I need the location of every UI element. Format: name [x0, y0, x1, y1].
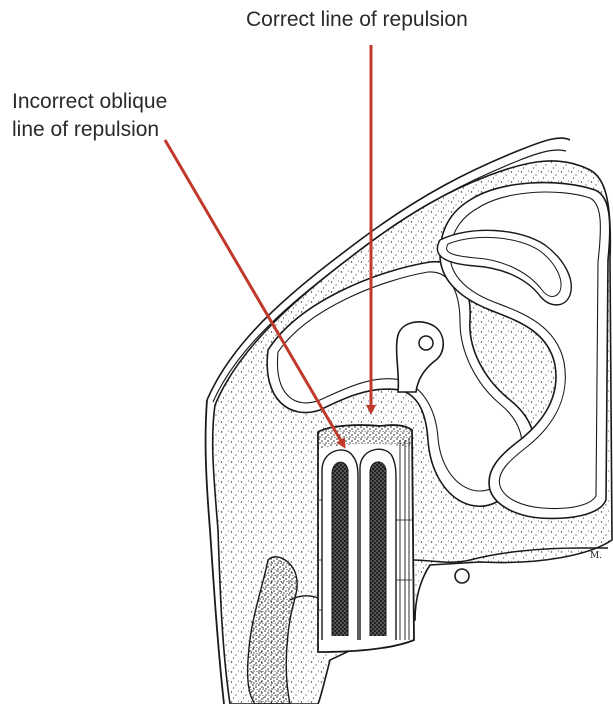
root-left-inner	[332, 462, 348, 636]
root-right-inner	[370, 462, 386, 636]
incorrect-line-label-2: line of repulsion	[12, 116, 167, 144]
foramen-circle	[419, 336, 433, 350]
artist-signature: M.	[590, 551, 602, 561]
lower-foramen-circle	[455, 569, 469, 583]
incorrect-line-label: Incorrect oblique line of repulsion	[12, 88, 167, 144]
correct-line-label: Correct line of repulsion	[246, 6, 468, 34]
incorrect-line-label-1: Incorrect oblique	[12, 88, 167, 116]
